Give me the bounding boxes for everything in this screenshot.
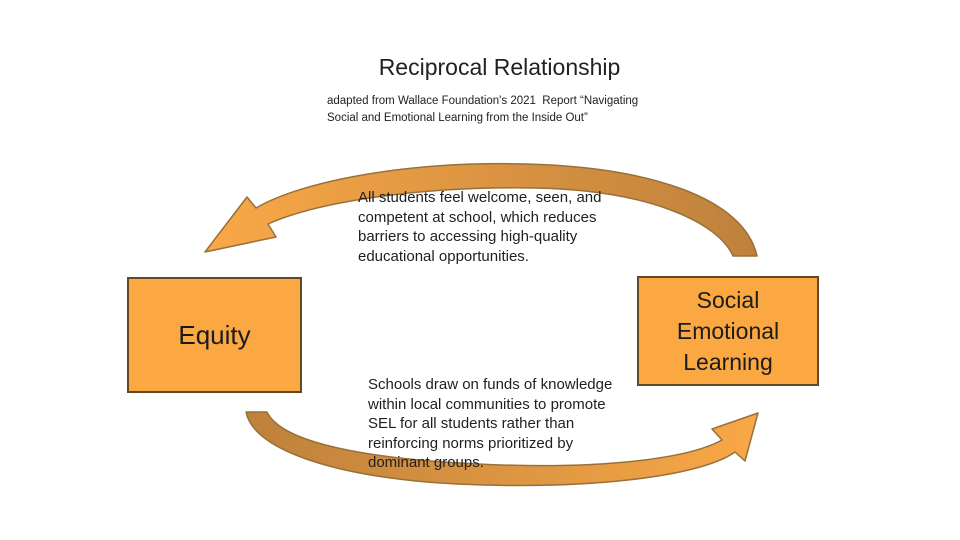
curved-arrow-sel-to-equity [204, 162, 758, 257]
curved-arrow-equity-to-sel [245, 411, 759, 487]
diagram-title: Reciprocal Relationship [378, 54, 621, 80]
bottom-arrow-description: Schools draw on funds of knowledge withi… [368, 376, 613, 471]
top-arrow-description: All students feel welcome, seen, and com… [358, 189, 602, 265]
sel-node-label: Social Emotional Learning [676, 286, 780, 375]
sel-node: Social Emotional Learning [637, 276, 819, 386]
equity-node: Equity [127, 277, 302, 393]
equity-node-label: Equity [178, 319, 251, 350]
attribution-note: adapted from Wallace Foundation's 2021 R… [327, 95, 639, 124]
